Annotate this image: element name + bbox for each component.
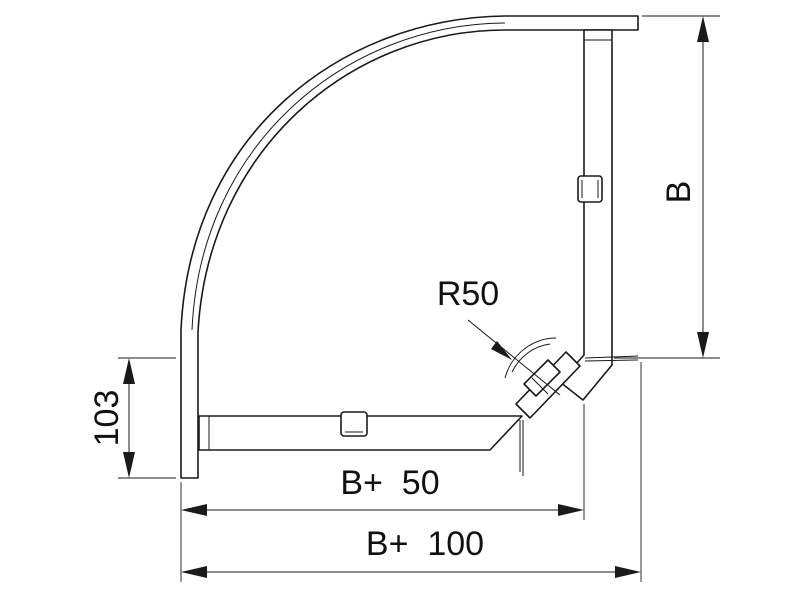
corner-joint-connector	[504, 337, 639, 476]
radius-leader	[467, 319, 561, 396]
label-b-plus-100: B+ 100	[366, 525, 484, 563]
dimension-b-plus-50	[181, 504, 584, 516]
extension-lines	[118, 15, 720, 582]
rail-clip-upper	[577, 175, 603, 203]
dimension-b	[697, 16, 709, 358]
label-b: B	[660, 181, 698, 204]
outer-curved-wall	[180, 15, 639, 479]
bottom-side-rail	[198, 411, 523, 451]
rail-clip-lower	[340, 411, 368, 437]
right-side-rail	[559, 29, 613, 401]
dimension-103	[123, 358, 135, 478]
label-b-plus-50: B+ 50	[340, 464, 439, 502]
label-103: 103	[88, 390, 126, 447]
label-r50: R50	[437, 275, 499, 313]
dimension-b-plus-100	[181, 566, 641, 578]
